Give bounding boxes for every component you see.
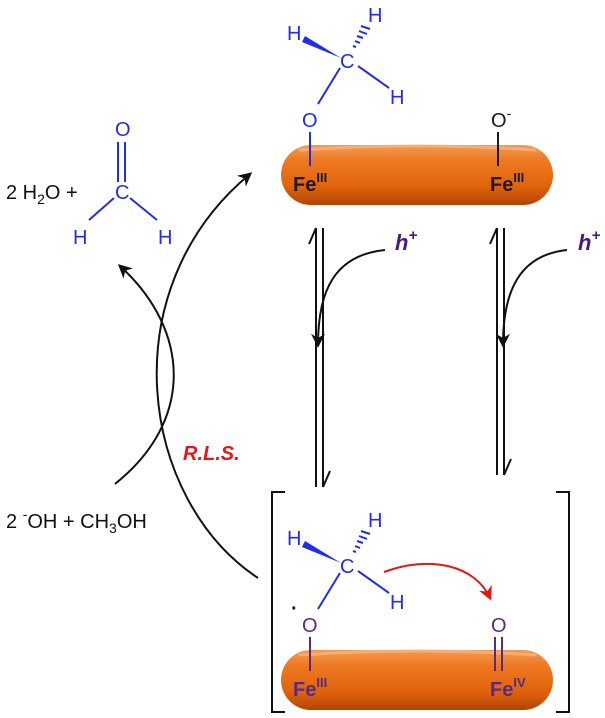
formaldehyde-O: O — [115, 119, 131, 141]
arrow-reactants-to-products — [114, 264, 175, 485]
bottom-state: C H H H · O FeIII O FeIV — [271, 491, 570, 713]
bottom-CH-bond — [357, 570, 390, 594]
top-catalyst-bar — [281, 145, 553, 205]
formaldehyde: O C H H — [73, 119, 172, 249]
bottom-wedge-bond — [302, 541, 341, 563]
formaldehyde-H-left: H — [73, 227, 87, 249]
left-hole-arrow — [311, 249, 386, 348]
right-equilibrium — [489, 227, 512, 476]
top-fe-right: FeIII — [490, 170, 524, 196]
bottom-fe-left: FeIII — [293, 675, 327, 701]
bottom-hash-bond — [352, 530, 371, 553]
bottom-CO-bond — [317, 572, 341, 610]
top-H-lower: H — [390, 87, 404, 109]
hydrogen-transfer-arrow — [383, 562, 492, 601]
reactants-label: 2 -OH + CH3OH — [6, 506, 147, 536]
formaldehyde-CH-bond-right — [129, 197, 158, 221]
top-CO-bond — [317, 67, 341, 105]
bottom-H-hash: H — [368, 510, 382, 532]
top-hash-bond — [352, 25, 371, 48]
rls-label: R.L.S. — [183, 443, 240, 465]
bottom-H-lower: H — [390, 592, 404, 614]
top-wedge-bond — [302, 36, 341, 58]
top-fe-left: FeIII — [293, 170, 327, 196]
products-group: 2 H2O + O C H H — [6, 119, 172, 249]
top-bar-highlight — [298, 144, 537, 152]
right-bracket — [556, 491, 570, 713]
bottom-catalyst-bar — [281, 650, 553, 710]
bottom-radical-dot: · — [291, 598, 298, 620]
formaldehyde-H-right: H — [158, 227, 172, 249]
left-bracket — [271, 491, 285, 713]
formaldehyde-C: C — [115, 182, 129, 204]
left-equilibrium — [308, 227, 331, 488]
left-hole-label: h+ — [395, 227, 417, 255]
top-oxo-O: O- — [491, 105, 512, 132]
right-hole-label: h+ — [578, 227, 600, 255]
bottom-fe-right: FeIV — [490, 675, 526, 701]
formaldehyde-CH-bond-left — [88, 197, 115, 221]
right-hole-arrow — [496, 249, 568, 348]
water-label: 2 H2O + — [6, 182, 78, 207]
top-H-wedge: H — [287, 23, 301, 45]
top-H-hash: H — [368, 5, 382, 27]
bottom-methoxy-C: C — [340, 556, 354, 578]
top-methoxy-C: C — [340, 51, 354, 73]
top-state: C H H H O FeIII O- FeIII — [281, 5, 553, 205]
bottom-bar-highlight — [298, 649, 537, 657]
top-methoxy-O: O — [302, 110, 318, 132]
bottom-methoxy-O: O — [302, 615, 318, 637]
bottom-oxo-O: O — [491, 615, 507, 637]
top-CH-bond — [357, 65, 390, 89]
arrow-regeneration-to-top — [155, 172, 259, 579]
bottom-H-wedge: H — [287, 528, 301, 550]
